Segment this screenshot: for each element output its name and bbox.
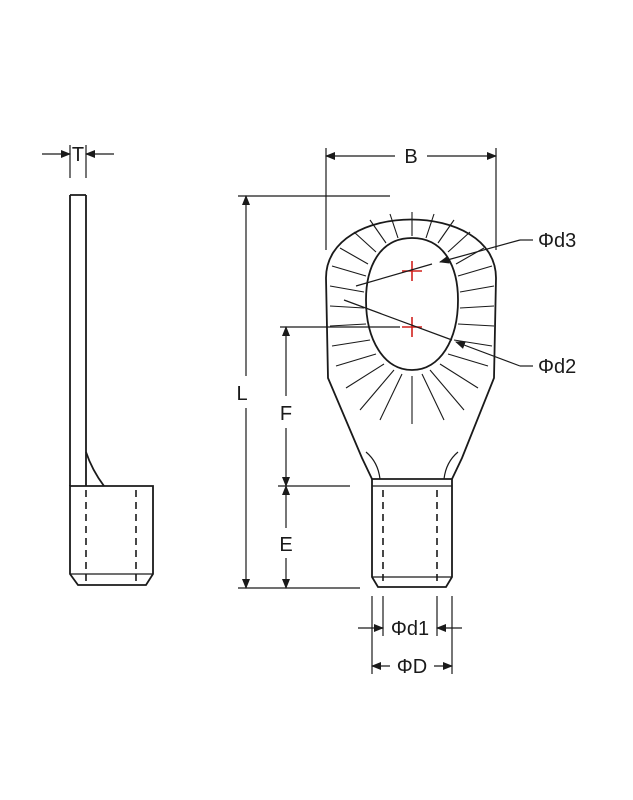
- center-mark-d3: [402, 261, 422, 281]
- side-view: [42, 145, 154, 586]
- dimension-label-l: L: [236, 383, 247, 405]
- dimension-label-f: F: [280, 403, 292, 425]
- dimension-label-t: T: [72, 144, 84, 166]
- dimension-label-phi-d3: Φd3: [538, 230, 576, 252]
- front-view: [238, 148, 533, 674]
- dimension-label-b: B: [404, 146, 417, 168]
- dimension-label-phi-d2: Φd2: [538, 356, 576, 378]
- dimension-label-phi-big-d: ΦD: [397, 656, 427, 678]
- center-mark-d2: [402, 317, 422, 337]
- dimension-label-e: E: [279, 534, 292, 556]
- serrations: [329, 212, 495, 424]
- dimension-label-phi-d1: Φd1: [391, 618, 429, 640]
